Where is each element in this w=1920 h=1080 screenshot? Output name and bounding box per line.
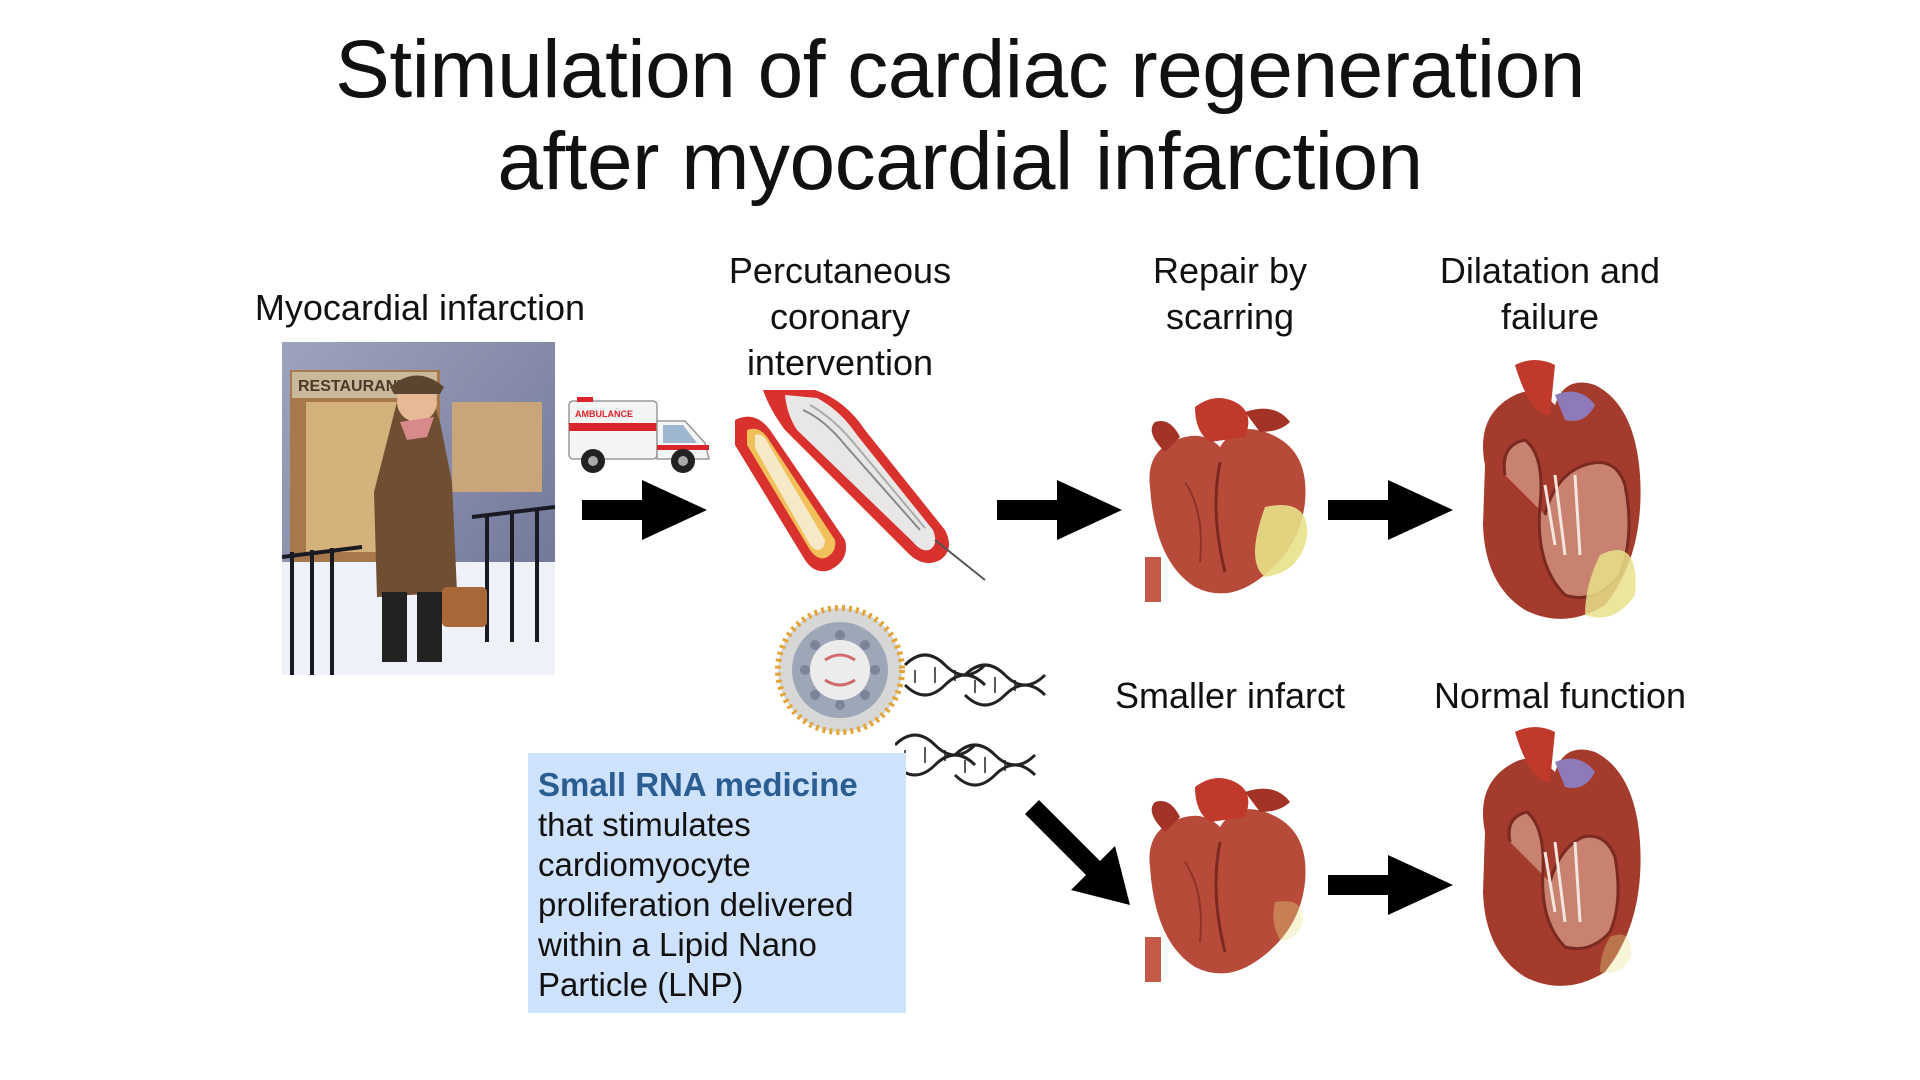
- label-dilatation-line-2: failure: [1400, 294, 1700, 340]
- page-title: Stimulation of cardiac regeneration afte…: [0, 24, 1920, 208]
- lipid-nanoparticle-icon: [770, 600, 910, 740]
- arrow-right-icon-1: [582, 480, 707, 540]
- info-box-body-line-5: Particle (LNP): [538, 965, 896, 1005]
- heart-repair-by-scarring: [1125, 392, 1325, 612]
- label-pci-line-1: Percutaneous: [680, 248, 1000, 294]
- info-box-body-line-4: within a Lipid Nano: [538, 925, 896, 965]
- info-box-body-line-1: that stimulates: [538, 805, 896, 845]
- small-rna-medicine-info-box: Small RNA medicine that stimulates cardi…: [528, 753, 906, 1013]
- info-box-heading: Small RNA medicine: [538, 765, 896, 805]
- label-repair-line-1: Repair by: [1080, 248, 1380, 294]
- label-dilatation-line-1: Dilatation and: [1400, 248, 1700, 294]
- ambulance-text: AMBULANCE: [575, 409, 633, 419]
- label-myocardial-infarction-text: Myocardial infarction: [255, 287, 585, 328]
- title-line-1: Stimulation of cardiac regeneration: [0, 24, 1920, 116]
- label-normal-function: Normal function: [1400, 673, 1720, 719]
- heart-normal-function: [1455, 722, 1655, 1002]
- patient-illustration: RESTAURANT: [282, 342, 555, 675]
- label-repair-by-scarring: Repair by scarring: [1080, 248, 1380, 340]
- arrow-diagonal-icon: [1025, 800, 1135, 910]
- rna-strands-icon: [895, 645, 1075, 820]
- label-pci-line-2: coronary: [680, 294, 1000, 340]
- label-repair-line-2: scarring: [1080, 294, 1380, 340]
- arrow-right-icon-3: [1328, 480, 1453, 540]
- label-smaller-infarct-text: Smaller infarct: [1115, 675, 1345, 716]
- label-pci: Percutaneous coronary intervention: [680, 248, 1000, 386]
- arrow-right-icon-2: [997, 480, 1122, 540]
- ambulance-icon: AMBULANCE: [565, 393, 715, 481]
- heart-dilatation-and-failure: [1455, 355, 1655, 635]
- label-dilatation-and-failure: Dilatation and failure: [1400, 248, 1700, 340]
- label-smaller-infarct: Smaller infarct: [1080, 673, 1380, 719]
- label-pci-line-3: intervention: [680, 340, 1000, 386]
- title-line-2: after myocardial infarction: [0, 116, 1920, 208]
- info-box-body-line-2: cardiomyocyte: [538, 845, 896, 885]
- info-box-body-line-3: proliferation delivered: [538, 885, 896, 925]
- arrow-right-icon-4: [1328, 855, 1453, 915]
- label-normal-function-text: Normal function: [1434, 675, 1686, 716]
- label-myocardial-infarction: Myocardial infarction: [240, 285, 600, 331]
- coronary-artery-stent-illustration: [725, 390, 990, 585]
- heart-smaller-infarct: [1125, 772, 1325, 992]
